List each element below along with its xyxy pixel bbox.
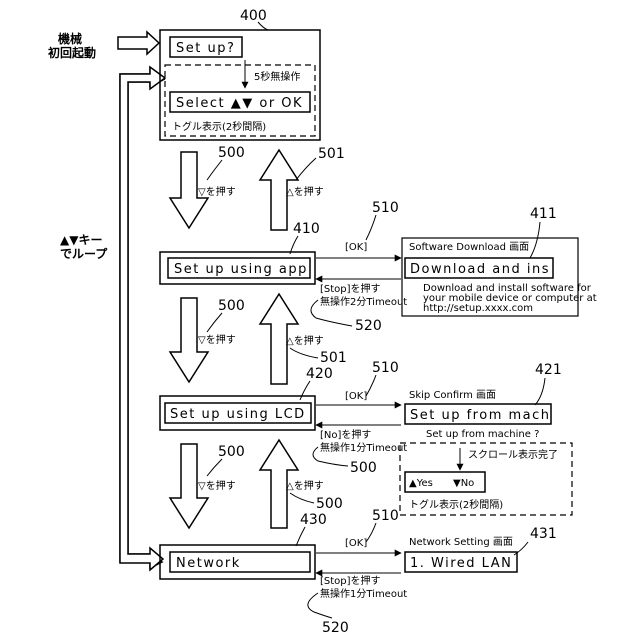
lcd-411-text: Download and ins — [410, 262, 550, 277]
stop-410: [Stop]を押す — [320, 282, 381, 295]
start-label-line2: 初回起動 — [48, 45, 96, 60]
press-up-a: △を押す — [286, 185, 324, 198]
toggle-2s-400: トグル表示(2秒間隔) — [172, 120, 266, 133]
press-up-c: △を押す — [286, 479, 324, 492]
start-label-line1: 機械 — [58, 31, 82, 46]
box-431-title: Network Setting 画面 — [409, 537, 513, 548]
lcd-400-setup-text: Set up? — [176, 41, 235, 56]
ref-421: 421 — [535, 362, 562, 378]
start-hollow-arrow — [118, 32, 159, 54]
ref-500-e: 500 — [316, 496, 343, 512]
ref-520-b: 520 — [322, 620, 349, 636]
box-411-desc3: http://setup.xxxx.com — [423, 303, 533, 314]
ref-500-a: 500 — [218, 145, 245, 161]
ref-510-c: 510 — [372, 508, 399, 524]
lcd-431-text: 1. Wired LAN — [410, 556, 512, 571]
box-421-title: Skip Confirm 画面 — [409, 390, 496, 401]
ref-420: 420 — [306, 366, 333, 382]
timeout-420: 無操作1分Timeout — [320, 441, 407, 454]
no-option: ▼No — [453, 478, 474, 489]
ref-431: 431 — [530, 526, 557, 542]
ref-500-c: 500 — [350, 460, 377, 476]
lcd-400-select-text: Select ▲▼ or OK — [176, 96, 303, 111]
no-420: [No]を押す — [320, 428, 371, 441]
ref-500-d: 500 — [218, 444, 245, 460]
ref-501-a: 501 — [318, 146, 345, 162]
press-up-b: △を押す — [286, 334, 324, 347]
ref-501-b: 501 — [320, 350, 347, 366]
ref-510-b: 510 — [372, 360, 399, 376]
ok-410: [OK] — [345, 242, 367, 253]
ref-410: 410 — [293, 221, 320, 237]
ref-430: 430 — [300, 512, 327, 528]
lcd-410-text: Set up using app — [174, 262, 308, 277]
ref-520-a: 520 — [355, 318, 382, 334]
ref-411: 411 — [530, 206, 557, 222]
stop-430: [Stop]を押す — [320, 574, 381, 587]
press-down-c: ▽を押す — [198, 479, 236, 492]
box-421-question: Set up from machine ? — [426, 429, 539, 440]
no-op-5s: 5秒無操作 — [254, 70, 300, 83]
lcd-420-text: Set up using LCD — [170, 407, 306, 422]
loop-label-line2: でループ — [60, 246, 108, 261]
timeout-410: 無操作2分Timeout — [320, 295, 407, 308]
timeout-430: 無操作1分Timeout — [320, 587, 407, 600]
lcd-430-text: Network — [176, 556, 241, 571]
scroll-done: スクロール表示完了 — [468, 448, 558, 461]
box-411-title: Software Download 画面 — [409, 242, 529, 253]
press-down-b: ▽を押す — [198, 333, 236, 346]
toggle-2s-421: トグル表示(2秒間隔) — [409, 498, 503, 511]
ok-420: [OK] — [345, 391, 367, 402]
ref-510-a: 510 — [372, 200, 399, 216]
loop-label-line1: ▲▼キー — [60, 233, 102, 247]
ref-500-b: 500 — [218, 298, 245, 314]
lcd-421-text: Set up from mach — [410, 408, 551, 423]
press-down-a: ▽を押す — [198, 185, 236, 198]
ref-400: 400 — [240, 8, 267, 24]
yes-option: ▲Yes — [409, 478, 433, 489]
ok-430: [OK] — [345, 538, 367, 549]
